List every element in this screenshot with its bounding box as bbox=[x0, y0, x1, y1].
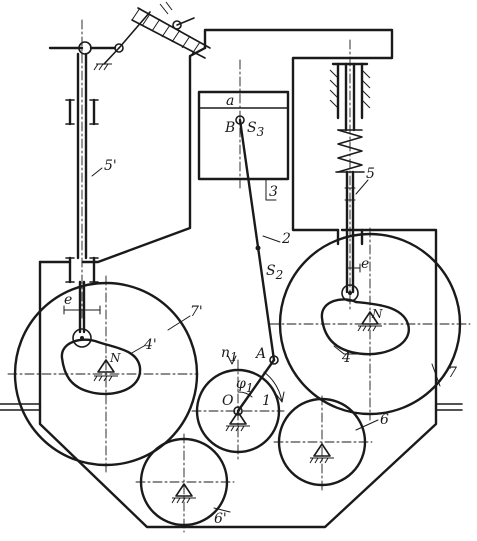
label-a-point: A bbox=[254, 346, 266, 362]
valve-spring: 5 bbox=[329, 39, 375, 311]
label-5: 5 bbox=[366, 166, 375, 182]
cam-4: e N 4 bbox=[320, 256, 410, 366]
label-o: O bbox=[222, 393, 234, 409]
label-s2: S2 bbox=[266, 263, 283, 282]
label-7: 7 bbox=[448, 365, 457, 381]
gear-6: 6 bbox=[273, 395, 389, 491]
label-s3: S3 bbox=[247, 120, 265, 139]
label-6: 6 bbox=[380, 412, 389, 428]
label-n1: n1 bbox=[221, 345, 238, 364]
label-a: a bbox=[226, 93, 234, 109]
label-3: 3 bbox=[269, 184, 278, 200]
gear-7prime: 7' bbox=[7, 275, 203, 475]
gear-6prime: 6' bbox=[135, 433, 235, 533]
label-7prime: 7' bbox=[190, 304, 203, 320]
label-phi: φ1 bbox=[236, 376, 253, 395]
connecting-rod-2: 2 S2 bbox=[238, 118, 291, 365]
label-5prime: 5' bbox=[104, 158, 117, 174]
label-b: B bbox=[224, 120, 235, 136]
cam-4prime: e 4' N bbox=[60, 292, 157, 396]
top-lever bbox=[48, 1, 211, 71]
label-2: 2 bbox=[281, 231, 291, 247]
label-4: 4 bbox=[341, 350, 351, 366]
rod-5prime: 5' bbox=[65, 19, 117, 334]
label-1: 1 bbox=[262, 393, 271, 409]
label-e-left: e bbox=[64, 292, 72, 308]
gear-7: 7 bbox=[269, 227, 471, 421]
gear-1-crank: n1 A φ1 O 1 bbox=[191, 345, 285, 463]
label-e-right: e bbox=[361, 256, 369, 272]
label-4prime: 4' bbox=[143, 337, 157, 353]
slider-block-3: a B S3 3 bbox=[197, 59, 290, 201]
label-6prime: 6' bbox=[214, 511, 227, 527]
label-n-left: N bbox=[109, 351, 121, 365]
label-n-right: N bbox=[371, 307, 383, 321]
